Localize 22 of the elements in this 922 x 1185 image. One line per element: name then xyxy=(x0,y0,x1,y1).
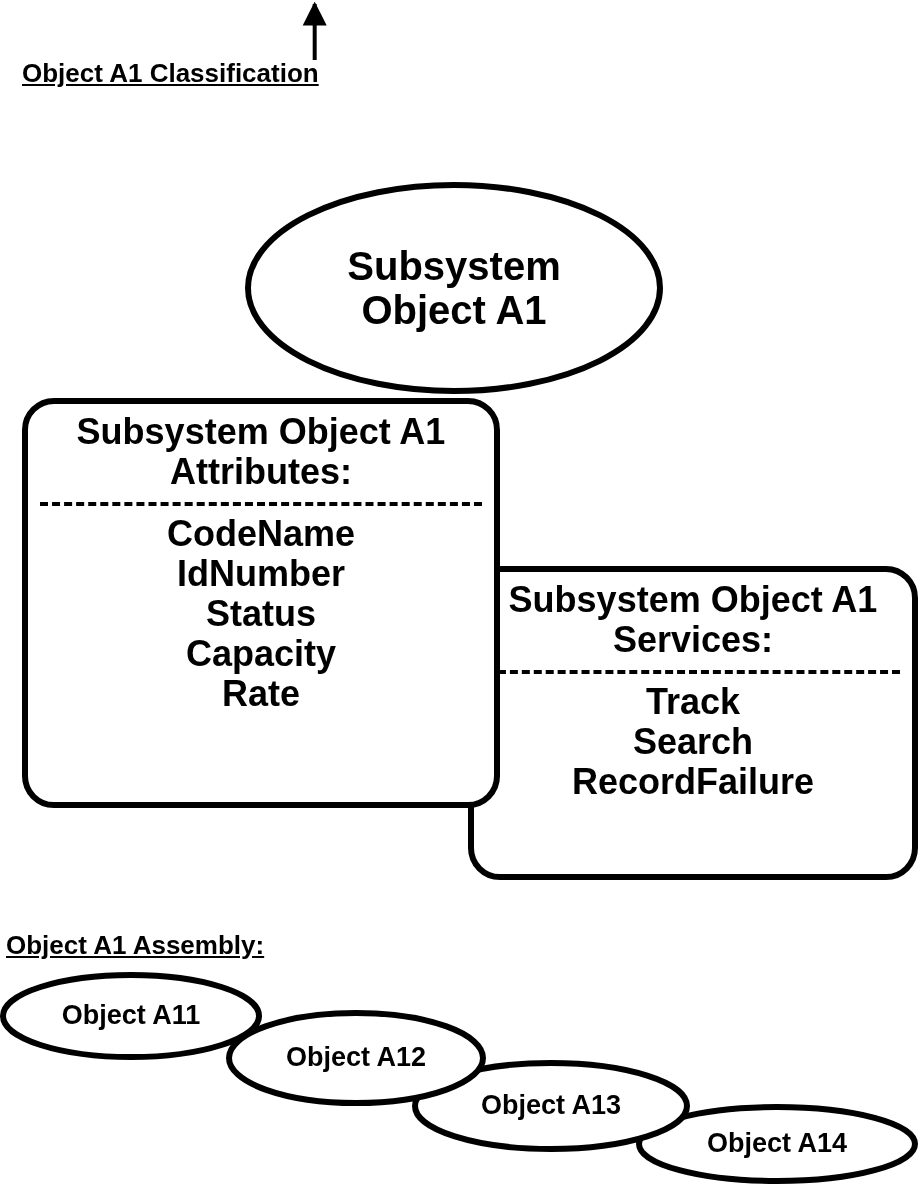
node-label: Object A13 xyxy=(480,1091,622,1121)
list-item: CodeName xyxy=(166,514,356,554)
box-heading: Subsystem Object A1 Attributes: xyxy=(75,412,447,492)
class-box xyxy=(22,398,500,808)
list-item: IdNumber xyxy=(177,554,345,594)
node-label: Object A14 xyxy=(706,1129,848,1159)
list-item: Status xyxy=(206,594,316,634)
class-box xyxy=(468,566,918,880)
list-item: RecordFailure xyxy=(571,762,815,802)
list-item: Capacity xyxy=(185,634,337,674)
section-heading: Object A1 Assembly: xyxy=(6,930,265,961)
ellipse-node xyxy=(245,182,663,394)
list-item: Search xyxy=(632,722,754,762)
list-item: Rate xyxy=(222,674,300,714)
ellipse-node xyxy=(636,1104,918,1184)
box-heading: Subsystem Object A1 Services: xyxy=(507,580,879,660)
node-label: Subsystem Object A1 xyxy=(346,244,562,332)
ellipse-node xyxy=(0,972,262,1060)
section-heading: Object A1 Classification xyxy=(22,58,319,89)
list-item: Track xyxy=(645,682,741,722)
node-label: Object A11 xyxy=(61,1001,201,1031)
node-label: Object A12 xyxy=(285,1043,427,1073)
